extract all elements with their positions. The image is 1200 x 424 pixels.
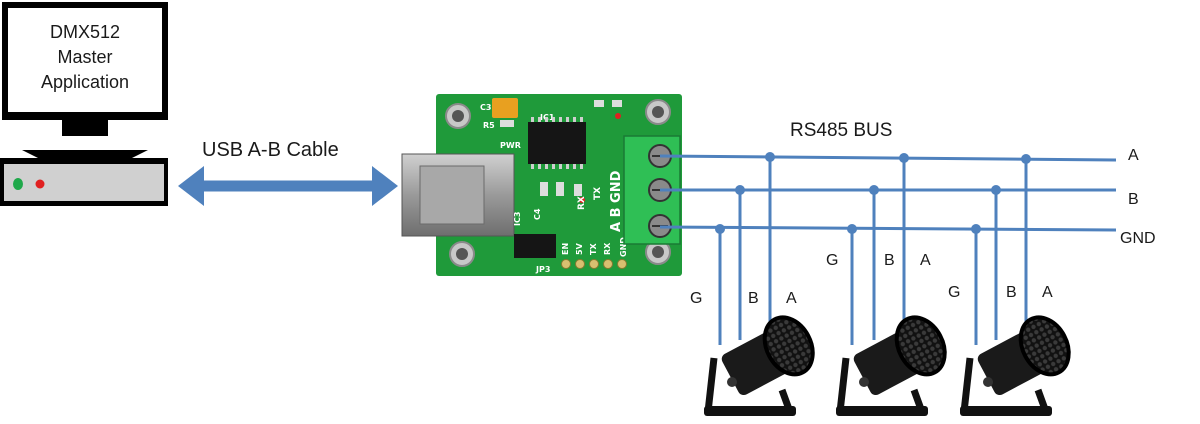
fixture-3: G B A xyxy=(948,154,1071,416)
power-led-red xyxy=(35,179,45,189)
silk-pwr: PWR xyxy=(500,141,521,150)
capacitor-c3 xyxy=(492,98,518,118)
screen-line-1: DMX512 xyxy=(50,22,120,42)
bus-title: RS485 BUS xyxy=(790,120,892,141)
fixture-1: G B A xyxy=(690,152,815,416)
dmx-interface-board: C3 R5 PWR IC1 RX TX A B GND IC3 C4 xyxy=(401,94,682,276)
fixture-3-taps xyxy=(971,154,1031,234)
fixture-3-par-light xyxy=(960,315,1071,416)
fixture-2-par-light xyxy=(836,315,947,416)
jumper-jp3 xyxy=(514,234,556,258)
silk-pin-en: EN xyxy=(561,243,570,255)
usb-cable-arrow xyxy=(178,166,398,206)
fixture-2: G B A xyxy=(826,153,947,416)
bus-line-label-a: A xyxy=(1128,147,1139,164)
fixture-1-taps xyxy=(715,152,775,234)
silk-jp3: JP3 xyxy=(535,265,550,274)
header-pins xyxy=(561,259,627,269)
fixture-2-label-a: A xyxy=(920,252,931,269)
ic1-pins xyxy=(531,117,583,169)
monitor-screen xyxy=(8,8,162,112)
bus-line-label-gnd: GND xyxy=(1120,230,1156,247)
silk-tx: TX xyxy=(593,187,603,200)
screen-line-2: Master xyxy=(57,47,112,67)
pc-base xyxy=(4,164,164,201)
silk-r5: R5 xyxy=(483,121,495,130)
fixture-2-taps xyxy=(847,153,909,234)
monitor-stand xyxy=(22,150,148,158)
fixture-3-wires xyxy=(974,156,1028,345)
silk-terminal-labels: A B GND xyxy=(609,170,624,232)
fixture-2-wires xyxy=(850,156,906,345)
computer: DMX512 Master Application xyxy=(0,2,168,206)
fixture-1-label-g: G xyxy=(690,290,702,307)
silk-pin-rx: RX xyxy=(603,242,612,255)
fixture-1-label-a: A xyxy=(786,290,797,307)
silk-ic3: IC3 xyxy=(513,212,522,226)
fixture-1-wires xyxy=(718,156,772,345)
silk-pin-5v: 5V xyxy=(575,242,584,255)
bus-line-a xyxy=(659,154,1117,162)
rs485-bus xyxy=(659,154,1117,232)
silk-rx: RX xyxy=(577,196,587,210)
silk-c3: C3 xyxy=(480,103,491,112)
bus-line-gnd xyxy=(659,225,1117,232)
silk-pin-tx: TX xyxy=(589,243,598,255)
fixture-3-label-a: A xyxy=(1042,284,1053,301)
power-led-green xyxy=(13,178,23,190)
bus-line-label-b: B xyxy=(1128,191,1139,208)
ic1-chip xyxy=(528,122,586,164)
fixture-2-label-g: G xyxy=(826,252,838,269)
monitor-neck xyxy=(62,120,108,136)
silk-pin-gnd: GND xyxy=(619,237,628,257)
silk-c4: C4 xyxy=(533,208,542,220)
fixture-3-label-g: G xyxy=(948,284,960,301)
fixture-1-label-b: B xyxy=(748,290,759,307)
fixture-1-par-light xyxy=(704,315,815,416)
screen-line-3: Application xyxy=(41,72,129,92)
fixture-2-label-b: B xyxy=(884,252,895,269)
fixture-3-label-b: B xyxy=(1006,284,1017,301)
usb-cable-label: USB A-B Cable xyxy=(202,139,339,161)
